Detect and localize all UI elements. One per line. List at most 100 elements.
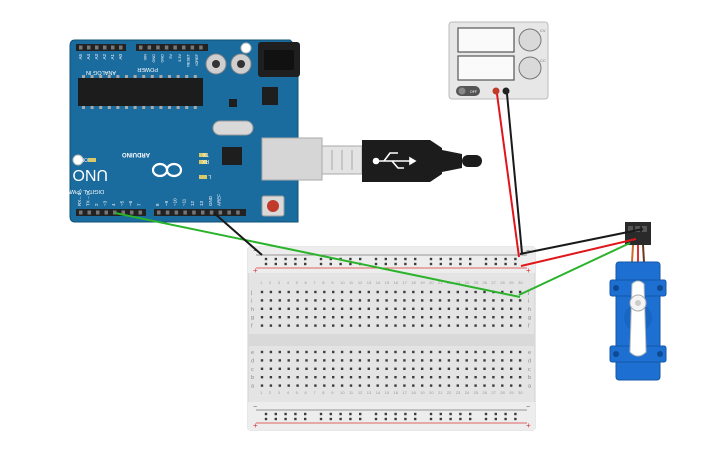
terminal-hole[interactable] [278, 290, 281, 294]
rail-hole[interactable] [359, 412, 362, 416]
terminal-hole[interactable] [492, 376, 495, 379]
black-wire-supply-to-rail[interactable] [506, 93, 523, 254]
terminal-hole[interactable] [447, 367, 451, 370]
terminal-hole[interactable] [385, 299, 388, 302]
terminal-hole[interactable] [421, 384, 424, 387]
terminal-hole[interactable] [456, 367, 459, 370]
terminal-hole[interactable] [305, 367, 308, 370]
terminal-hole[interactable] [456, 384, 459, 387]
voltage-knob[interactable] [518, 28, 542, 52]
terminal-hole[interactable] [447, 307, 451, 310]
terminal-hole[interactable] [287, 367, 290, 370]
terminal-hole[interactable] [518, 316, 522, 319]
terminal-hole[interactable] [340, 367, 344, 370]
rail-hole[interactable] [514, 412, 517, 416]
terminal-hole[interactable] [349, 316, 353, 319]
terminal-hole[interactable] [367, 324, 370, 327]
rail-hole[interactable] [449, 417, 452, 421]
terminal-hole[interactable] [305, 376, 308, 379]
terminal-hole[interactable] [269, 359, 273, 362]
terminal-hole[interactable] [358, 367, 362, 370]
terminal-hole[interactable] [349, 350, 353, 354]
terminal-hole[interactable] [340, 299, 344, 302]
terminal-hole[interactable] [492, 367, 495, 370]
terminal-hole[interactable] [367, 376, 370, 379]
terminal-hole[interactable] [403, 376, 406, 379]
usb-cable-icon[interactable] [261, 137, 482, 182]
rail-hole[interactable] [514, 262, 517, 266]
terminal-hole[interactable] [332, 376, 335, 379]
terminal-hole[interactable] [518, 307, 522, 310]
terminal-hole[interactable] [438, 376, 442, 379]
terminal-hole[interactable] [269, 324, 273, 327]
terminal-hole[interactable] [501, 384, 504, 387]
terminal-hole[interactable] [438, 324, 442, 327]
terminal-hole[interactable] [269, 299, 273, 302]
terminal-hole[interactable] [394, 376, 397, 379]
terminal-hole[interactable] [492, 307, 495, 310]
terminal-hole[interactable] [376, 376, 379, 379]
terminal-hole[interactable] [332, 367, 335, 370]
terminal-hole[interactable] [296, 290, 299, 294]
header-pin[interactable] [79, 45, 83, 50]
terminal-hole[interactable] [483, 359, 486, 362]
header-pin[interactable] [113, 210, 117, 215]
terminal-hole[interactable] [394, 324, 397, 327]
rail-hole[interactable] [459, 257, 462, 261]
header-pin[interactable] [96, 210, 100, 215]
terminal-hole[interactable] [287, 290, 290, 294]
terminal-hole[interactable] [349, 324, 353, 327]
rail-hole[interactable] [374, 417, 378, 421]
terminal-hole[interactable] [456, 290, 459, 294]
terminal-hole[interactable] [323, 359, 326, 362]
terminal-hole[interactable] [421, 316, 424, 319]
rail-hole[interactable] [449, 257, 452, 261]
rail-hole[interactable] [274, 412, 277, 416]
rail-hole[interactable] [414, 417, 417, 421]
terminal-hole[interactable] [323, 376, 326, 379]
servo-horn[interactable] [629, 280, 647, 357]
rail-hole[interactable] [449, 412, 452, 416]
terminal-hole[interactable] [421, 350, 424, 354]
terminal-hole[interactable] [447, 350, 451, 354]
terminal-hole[interactable] [394, 367, 397, 370]
terminal-hole[interactable] [447, 299, 451, 302]
terminal-hole[interactable] [314, 316, 317, 319]
terminal-hole[interactable] [385, 324, 388, 327]
terminal-hole[interactable] [278, 299, 281, 302]
terminal-hole[interactable] [429, 359, 433, 362]
header-pin[interactable] [147, 45, 152, 50]
terminal-hole[interactable] [269, 350, 273, 354]
terminal-hole[interactable] [278, 316, 281, 319]
rail-hole[interactable] [514, 257, 517, 261]
rail-hole[interactable] [304, 412, 307, 416]
terminal-hole[interactable] [412, 384, 415, 387]
rail-hole[interactable] [339, 412, 342, 416]
rail-hole[interactable] [414, 412, 417, 416]
terminal-hole[interactable] [429, 384, 433, 387]
header-pin[interactable] [182, 45, 186, 50]
terminal-hole[interactable] [483, 324, 486, 327]
terminal-hole[interactable] [510, 324, 513, 327]
rail-hole[interactable] [304, 257, 307, 261]
terminal-hole[interactable] [269, 290, 273, 294]
terminal-hole[interactable] [314, 350, 317, 354]
rail-hole[interactable] [274, 417, 277, 421]
terminal-hole[interactable] [278, 324, 281, 327]
terminal-hole[interactable] [305, 290, 308, 294]
black-wire-arduino-gnd[interactable] [213, 212, 263, 256]
terminal-hole[interactable] [474, 359, 477, 362]
header-pin[interactable] [199, 45, 203, 50]
terminal-hole[interactable] [296, 350, 299, 354]
terminal-hole[interactable] [323, 307, 326, 310]
terminal-hole[interactable] [518, 384, 522, 387]
rail-hole[interactable] [374, 257, 378, 261]
terminal-hole[interactable] [358, 307, 362, 310]
terminal-hole[interactable] [260, 324, 264, 327]
terminal-hole[interactable] [465, 290, 468, 294]
rail-hole[interactable] [429, 412, 433, 416]
rail-hole[interactable] [274, 257, 277, 261]
terminal-hole[interactable] [403, 316, 406, 319]
rail-hole[interactable] [394, 412, 397, 416]
terminal-hole[interactable] [376, 324, 379, 327]
